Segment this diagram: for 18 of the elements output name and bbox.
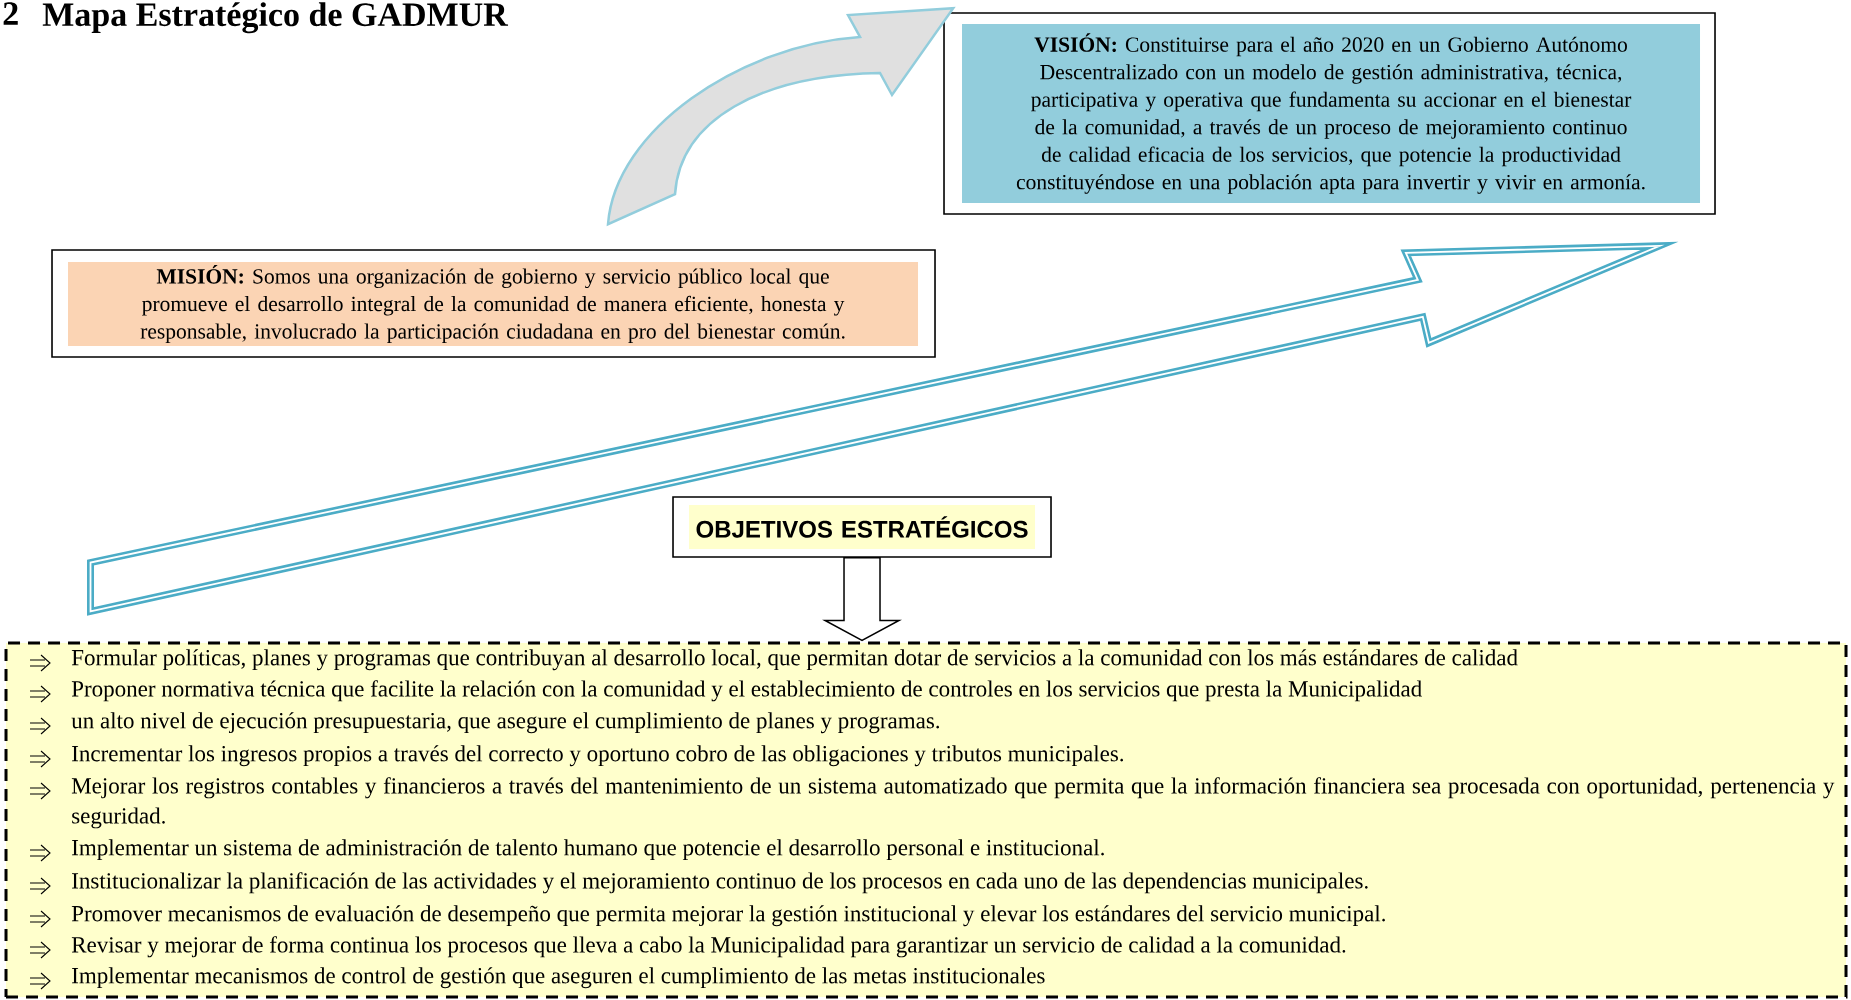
section-number: 2 [3,2,18,25]
list-item: Proponer normativa técnica que facilite la relación con la comunidad y el establecimiento de controles en los servicios que presta la Municipalidad [71,680,1422,702]
list-item: Implementar mecanismos de control de gestión que aseguren el cumplimiento de las metas institucionales [72,967,1045,989]
list-item: Revisar y mejorar de forma continua los procesos que lleva a cabo la Municipalidad para garantizar un servicio de calidad a la comunidad. [71,936,1346,958]
list-item: Incrementar los ingresos propios a través del correcto y oportuno cobro de las obligaciones y tributos municipales. [72,745,1124,767]
list-item: Mejorar los registros contables y financieros a través del mantenimiento de un sistema automatizado que permita que la información financiera sea procesada con oportunidad, pertenencia y seguridad. [71,777,1835,829]
section-title: Mapa Estratégico de GADMUR [42,2,509,34]
objectives-list-box [4,641,1848,999]
heading-box: OBJETIVOS ESTRATÉGICOS [672,496,1052,558]
list-item: Institucionalizar la planificación de las actividades y el mejoramiento continuo de los procesos en cada uno de las dependencias municipales. [72,872,1368,894]
vision-box: VISIÓN: Constituirse para el año 2020 en un Gobierno Autónomo Descentralizado con un modelo de gestión administrativa, técnica, participativa y operativa que fundamenta su accionar en el bienestar de la comunidad, a través de un proceso de mejoramiento continuo de calidad eficacia de los servicios, que potencie la productividad constituyéndose en una población apta para invertir y vivir en armonía. [943,12,1716,215]
block-arrow [822,557,902,642]
list-item: Promover mecanismos de evaluación de desempeño que permita mejorar la gestión institucional y elevar los estándares del servicio municipal. [71,905,1385,927]
curved-arrow [606,6,955,226]
list-item: un alto nivel de ejecución presupuestaria, que asegure el cumplimiento de planes y programas. [71,712,940,734]
mission-box: MISIÓN: Somos una organización de gobierno y servicio público local que promueve el desarrollo integral de la comunidad de manera eficiente, honesta y responsable, involucrado la participación ciudadana en pro del bienestar común. [51,249,936,358]
list-item: Implementar un sistema de administración de talento humano que potencie el desarrollo personal e institucional. [72,839,1104,861]
list-item: Formular políticas, planes y programas que contribuyan al desarrollo local, que permitan dotar de servicios a la comunidad con los más estándares de calidad [71,649,1518,671]
